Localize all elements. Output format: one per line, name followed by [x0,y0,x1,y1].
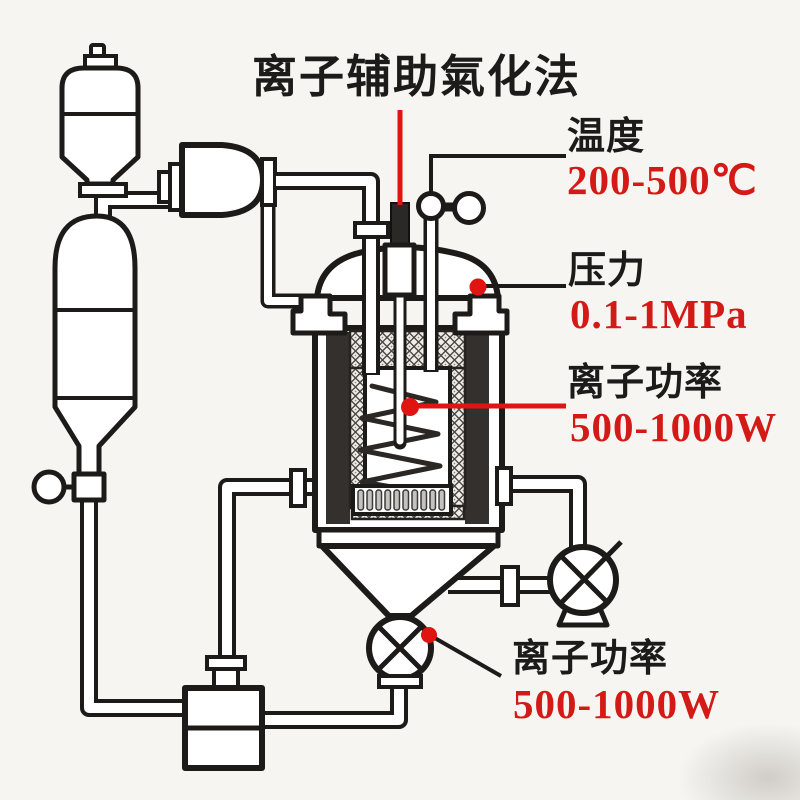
ion-power-value: 500-1000W [570,404,778,450]
valve-dot [421,627,437,643]
pressure-gauge-icon [416,191,486,225]
motor-head-icon [157,142,277,218]
reactor-vessel-icon [290,244,510,619]
dome-probes [276,172,439,450]
ion-power-label: 离子功率 [567,362,724,404]
pressure-value: 0.1-1MPa [570,291,748,337]
temperature-pointer-line [429,154,566,195]
electrode-probe-icon [382,202,417,450]
diagram-title: 离子辅助氣化法 [252,52,582,102]
temperature-value: 200-500℃ [567,157,758,203]
pressure-label: 压力 [568,250,647,292]
collector-tank-icon [182,655,265,771]
separator-column-icon [52,213,138,477]
valve-pointer-line [432,635,502,678]
feed-bottle-icon [59,43,141,198]
temperature-label: 温度 [567,116,646,158]
distributor-grate-icon [351,484,453,516]
power-dot [401,398,419,416]
heater-panel-right [465,332,489,524]
ion-power-valve-label: 离子功率 [512,638,669,680]
rim-flange-right [452,293,510,336]
heater-panel-left [326,332,350,524]
pressure-dot [469,278,487,296]
hand-valve-icon [31,469,107,505]
ion-power-valve-value: 500-1000W [513,681,721,727]
piping [80,188,587,729]
port-flanges [289,466,520,607]
rim-flange-left [290,293,348,336]
circulation-pump-icon [547,540,623,628]
drain-valve-icon [366,614,434,689]
callout-pointers [397,110,566,678]
paper-smudge [678,723,800,800]
